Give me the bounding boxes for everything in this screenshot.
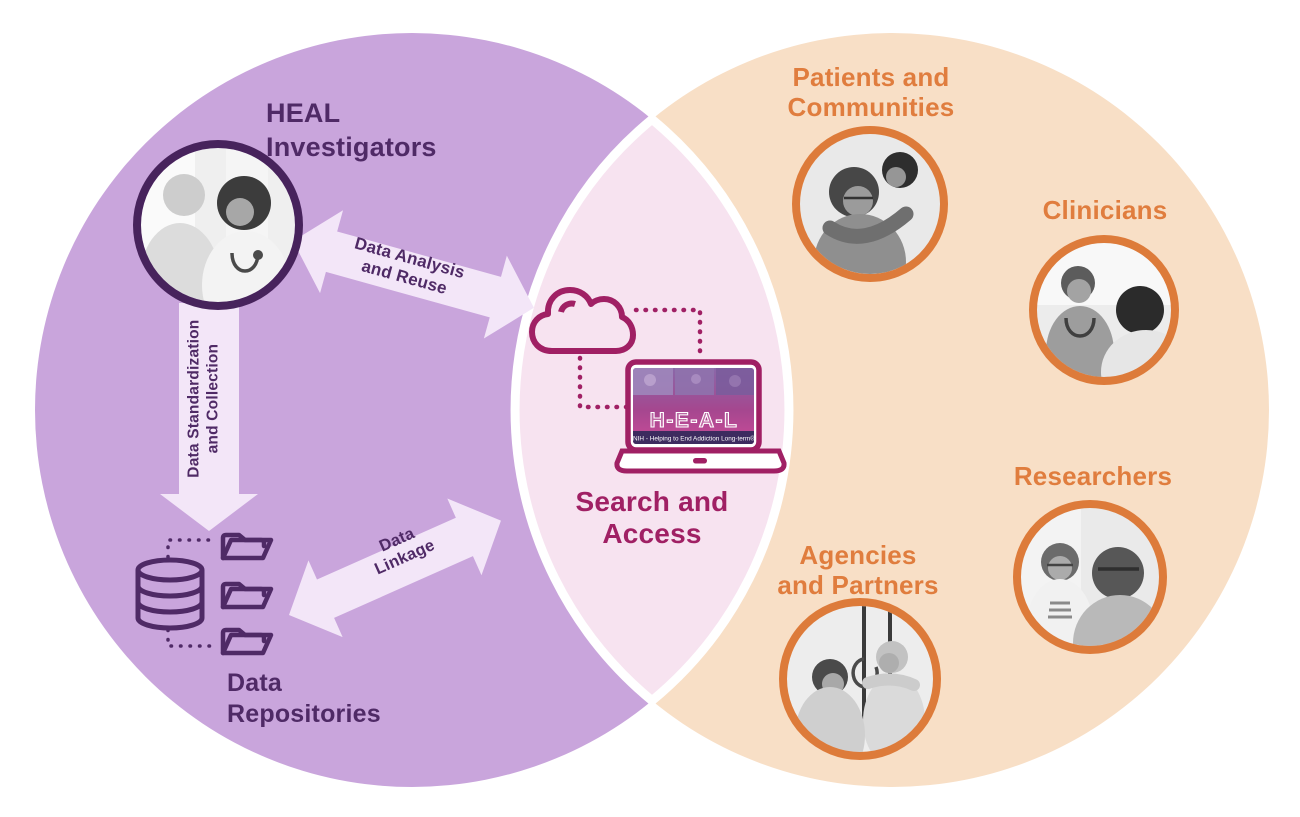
repositories-line1: Data [227,669,282,697]
dotted-connector-top [633,307,703,361]
investigators-label-line2: Investigators [266,131,437,162]
data-analysis-arrow-icon [293,210,534,339]
patients-photo [792,126,948,282]
agencies-partners-label: Agencies and Partners [758,540,958,601]
repo-dotted-connector-top [166,538,216,559]
repositories-line2: Repositories [227,699,381,728]
standardization-line1: Data Standardization [185,319,203,478]
search-line1: Search and [575,486,729,517]
researchers-photo [1013,500,1167,654]
laptop-icon: H-E-A-L NIH - Helping to End Addiction L… [614,359,787,474]
data-linkage-arrow-icon [289,498,501,638]
laptop-screen: H-E-A-L NIH - Helping to End Addiction L… [633,368,755,444]
investigators-photo [133,140,303,310]
repo-dotted-connector-bottom [166,628,216,648]
data-standardization-arrow-label: Data Standardization and Collection [185,289,222,509]
database-icon [135,557,205,631]
search-access-label: Search and Access [552,486,752,549]
patients-communities-label: Patients and Communities [761,62,981,123]
agencies-line1: Agencies [799,540,917,570]
clinicians-label: Clinicians [1042,195,1168,225]
investigators-label: HEAL Investigators [266,97,437,165]
standardization-line2: and Collection [204,343,221,454]
laptop-heal-logo: H-E-A-L [650,409,739,432]
laptop-tagline: NIH - Helping to End Addiction Long-term… [633,435,755,443]
data-standardization-arrow-icon [160,303,258,531]
data-repositories-label: Data Repositories [227,668,381,729]
investigators-label-line1: HEAL [266,98,341,128]
agencies-photo [779,598,941,760]
researchers-label: Researchers [1013,461,1173,491]
patients-line1: Patients and [792,62,950,92]
search-line2: Access [602,517,702,549]
dotted-connector-left [577,355,631,410]
patients-line2: Communities [787,91,955,122]
agencies-line2: and Partners [777,569,939,600]
cloud-icon [529,287,636,354]
